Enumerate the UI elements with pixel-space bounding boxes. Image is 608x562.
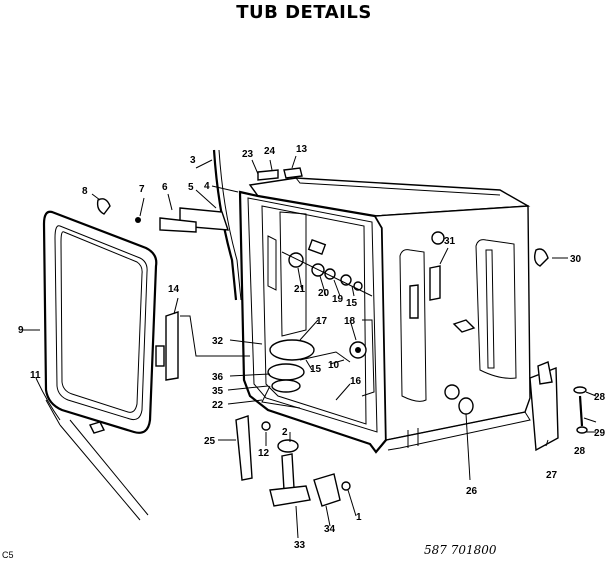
callout-32: 32: [212, 336, 224, 347]
handwritten-code: 587 701800: [424, 543, 497, 557]
door-frame-icon: [42, 210, 158, 521]
callout-16: 16: [350, 376, 362, 387]
callout-22: 22: [212, 400, 224, 411]
callout-3: 3: [190, 155, 196, 166]
callout-34: 34: [324, 524, 336, 535]
corner-code: C5: [2, 550, 14, 560]
callout-labels: 1 2 3 4 5 6 7 8 9 10 11 12 13 14 15 15 1…: [18, 144, 606, 551]
spray-arm-icon: [281, 239, 373, 297]
callout-23: 23: [242, 149, 254, 160]
callout-19: 19: [332, 294, 344, 305]
callout-12: 12: [258, 448, 270, 459]
callout-2: 2: [282, 427, 288, 438]
callout-15b: 15: [310, 364, 322, 375]
pump-assembly-icon: [261, 339, 367, 409]
callout-21: 21: [294, 284, 306, 295]
callout-28: 28: [594, 392, 606, 403]
callout-5: 5: [188, 182, 194, 193]
callout-20: 20: [318, 288, 330, 299]
right-hardware: [458, 248, 588, 452]
callout-8: 8: [82, 186, 88, 197]
callout-25: 25: [204, 436, 216, 447]
callout-13: 13: [296, 144, 308, 155]
callout-9: 9: [18, 325, 24, 336]
callout-36: 36: [212, 372, 224, 383]
callout-33: 33: [294, 540, 306, 551]
callout-10: 10: [328, 360, 340, 371]
callout-31: 31: [444, 236, 456, 247]
callout-17: 17: [316, 316, 328, 327]
callout-30: 30: [570, 254, 582, 265]
callout-1: 1: [356, 512, 362, 523]
callout-24: 24: [264, 146, 276, 157]
callout-6: 6: [162, 182, 168, 193]
callout-14: 14: [168, 284, 180, 295]
leader-lines: [22, 155, 597, 539]
callout-29: 29: [594, 428, 606, 439]
callout-26: 26: [466, 486, 478, 497]
page-title: TUB DETAILS: [236, 2, 372, 23]
callout-18: 18: [344, 316, 356, 327]
left-hardware: [96, 149, 303, 481]
callout-15: 15: [346, 298, 358, 309]
callout-4: 4: [204, 181, 210, 192]
tub-body-icon: [238, 177, 531, 454]
callout-7: 7: [139, 184, 145, 195]
callout-35: 35: [212, 386, 224, 397]
callout-28b: 28: [574, 446, 586, 457]
callout-27: 27: [546, 470, 558, 481]
bottom-hardware: [269, 439, 351, 507]
callout-11: 11: [30, 370, 41, 381]
